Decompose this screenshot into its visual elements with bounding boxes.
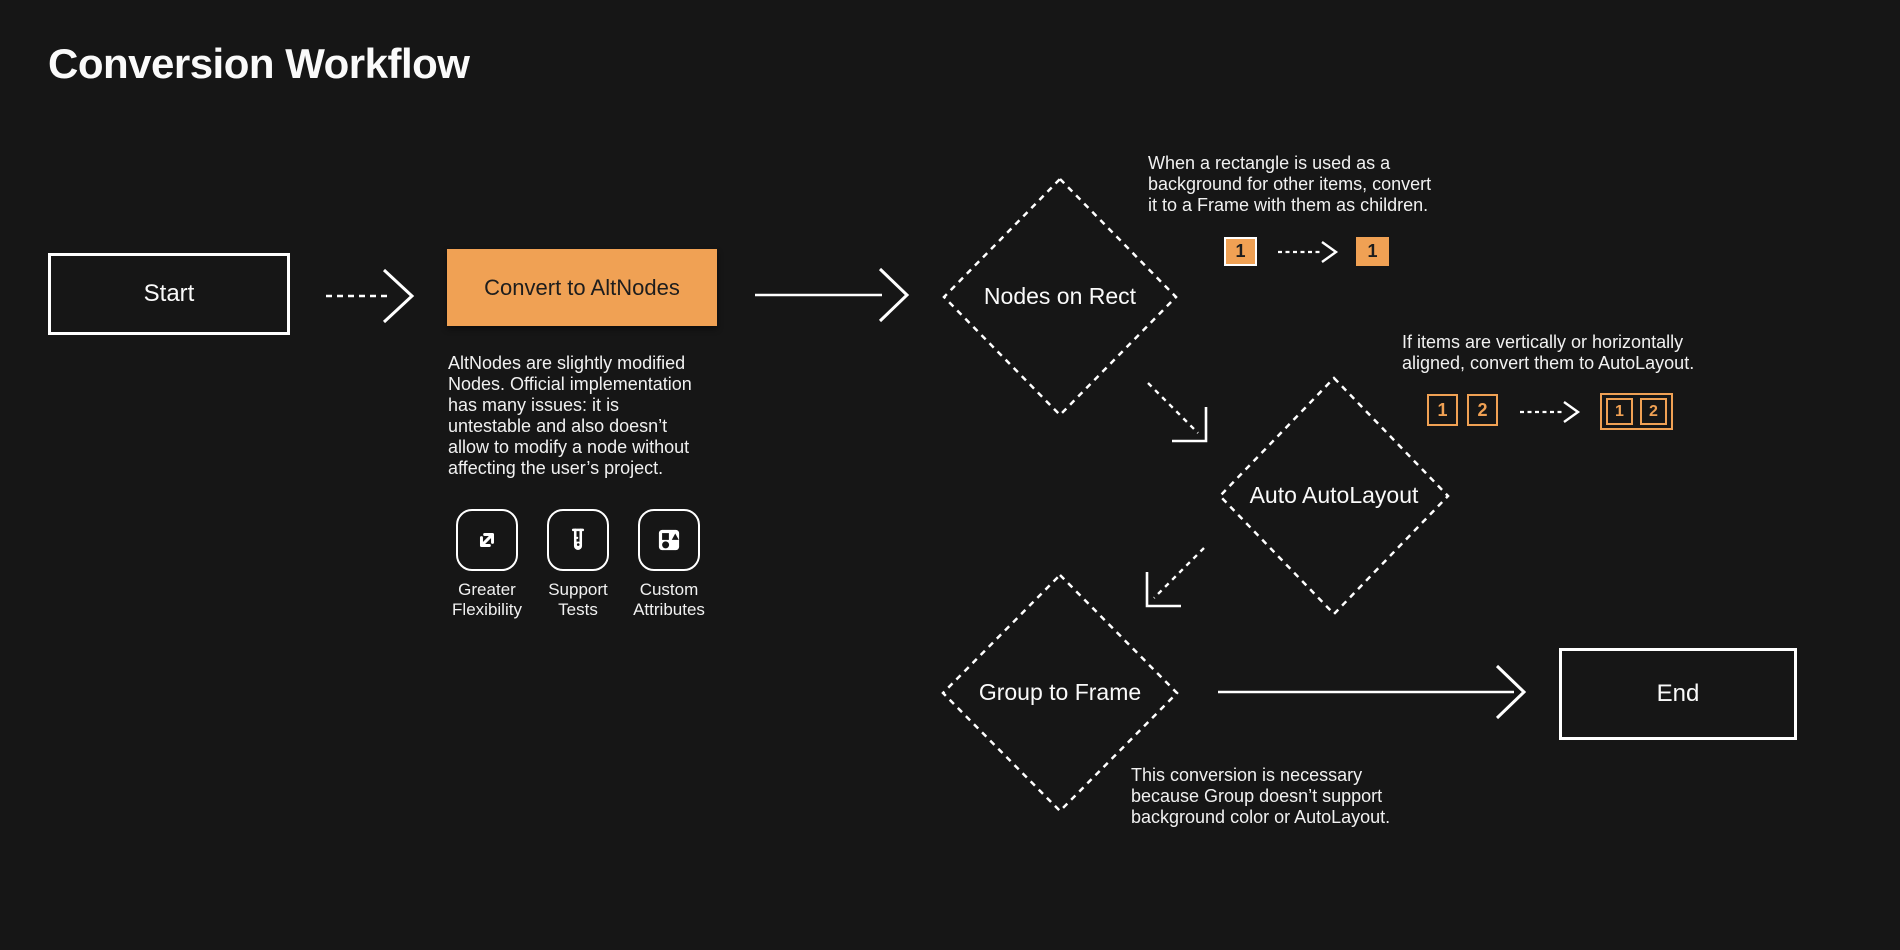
page-title: Conversion Workflow	[48, 40, 470, 87]
node-end-label: End	[1656, 680, 1700, 707]
shapes-icon	[638, 509, 700, 571]
item-chip-1: 1	[1427, 394, 1458, 426]
altnodes-description: AltNodes are slightly modified Nodes. Of…	[448, 353, 692, 478]
node-convert-to-altnodes: Convert to AltNodes	[447, 249, 717, 326]
arrow-auto-autolayout-to-group-to-frame	[1145, 547, 1205, 608]
node-convert-label: Convert to AltNodes	[484, 274, 680, 300]
node-end: End	[1559, 648, 1797, 740]
benefit-label: Greater Flexibility	[452, 580, 522, 619]
node-start-label: Start	[143, 280, 195, 307]
grouped-item-chip-2: 2	[1640, 398, 1667, 425]
test-tube-icon	[547, 509, 609, 571]
item-chip-2: 2	[1467, 394, 1498, 426]
note-nodes-on-rect: When a rectangle is used as a background…	[1148, 153, 1432, 215]
benefit-label: Support Tests	[548, 580, 608, 619]
mini-arrow-items-to-autolayout	[1520, 401, 1581, 423]
benefit-support-tests: Support Tests	[533, 509, 623, 620]
node-group-to-frame-label: Group to Frame	[978, 679, 1142, 705]
expand-arrows-icon	[456, 509, 518, 571]
arrow-convert-to-nodes-on-rect	[755, 267, 910, 323]
node-start: Start	[48, 253, 290, 335]
node-auto-autolayout-label: Auto AutoLayout	[1249, 482, 1419, 508]
frame-chip: 1	[1356, 237, 1389, 266]
note-auto-autolayout: If items are vertically or horizontally …	[1402, 332, 1695, 373]
note-group-to-frame: This conversion is necessary because Gro…	[1131, 765, 1391, 827]
arrow-group-to-frame-to-end	[1218, 664, 1527, 720]
arrow-nodes-on-rect-to-auto-autolayout	[1147, 382, 1208, 443]
grouped-item-chip-1: 1	[1606, 398, 1633, 425]
benefit-custom-attributes: Custom Attributes	[624, 509, 714, 620]
arrow-start-to-convert	[326, 268, 415, 324]
node-auto-autolayout	[1218, 376, 1450, 616]
benefit-label: Custom Attributes	[633, 580, 705, 619]
rect-chip: 1	[1224, 237, 1257, 266]
mini-arrow-rect-to-frame	[1278, 241, 1339, 263]
node-nodes-on-rect-label: Nodes on Rect	[983, 283, 1137, 309]
benefit-greater-flexibility: Greater Flexibility	[442, 509, 532, 620]
node-group-to-frame	[941, 573, 1179, 813]
autolayout-group-chip: 1 2	[1600, 393, 1673, 430]
